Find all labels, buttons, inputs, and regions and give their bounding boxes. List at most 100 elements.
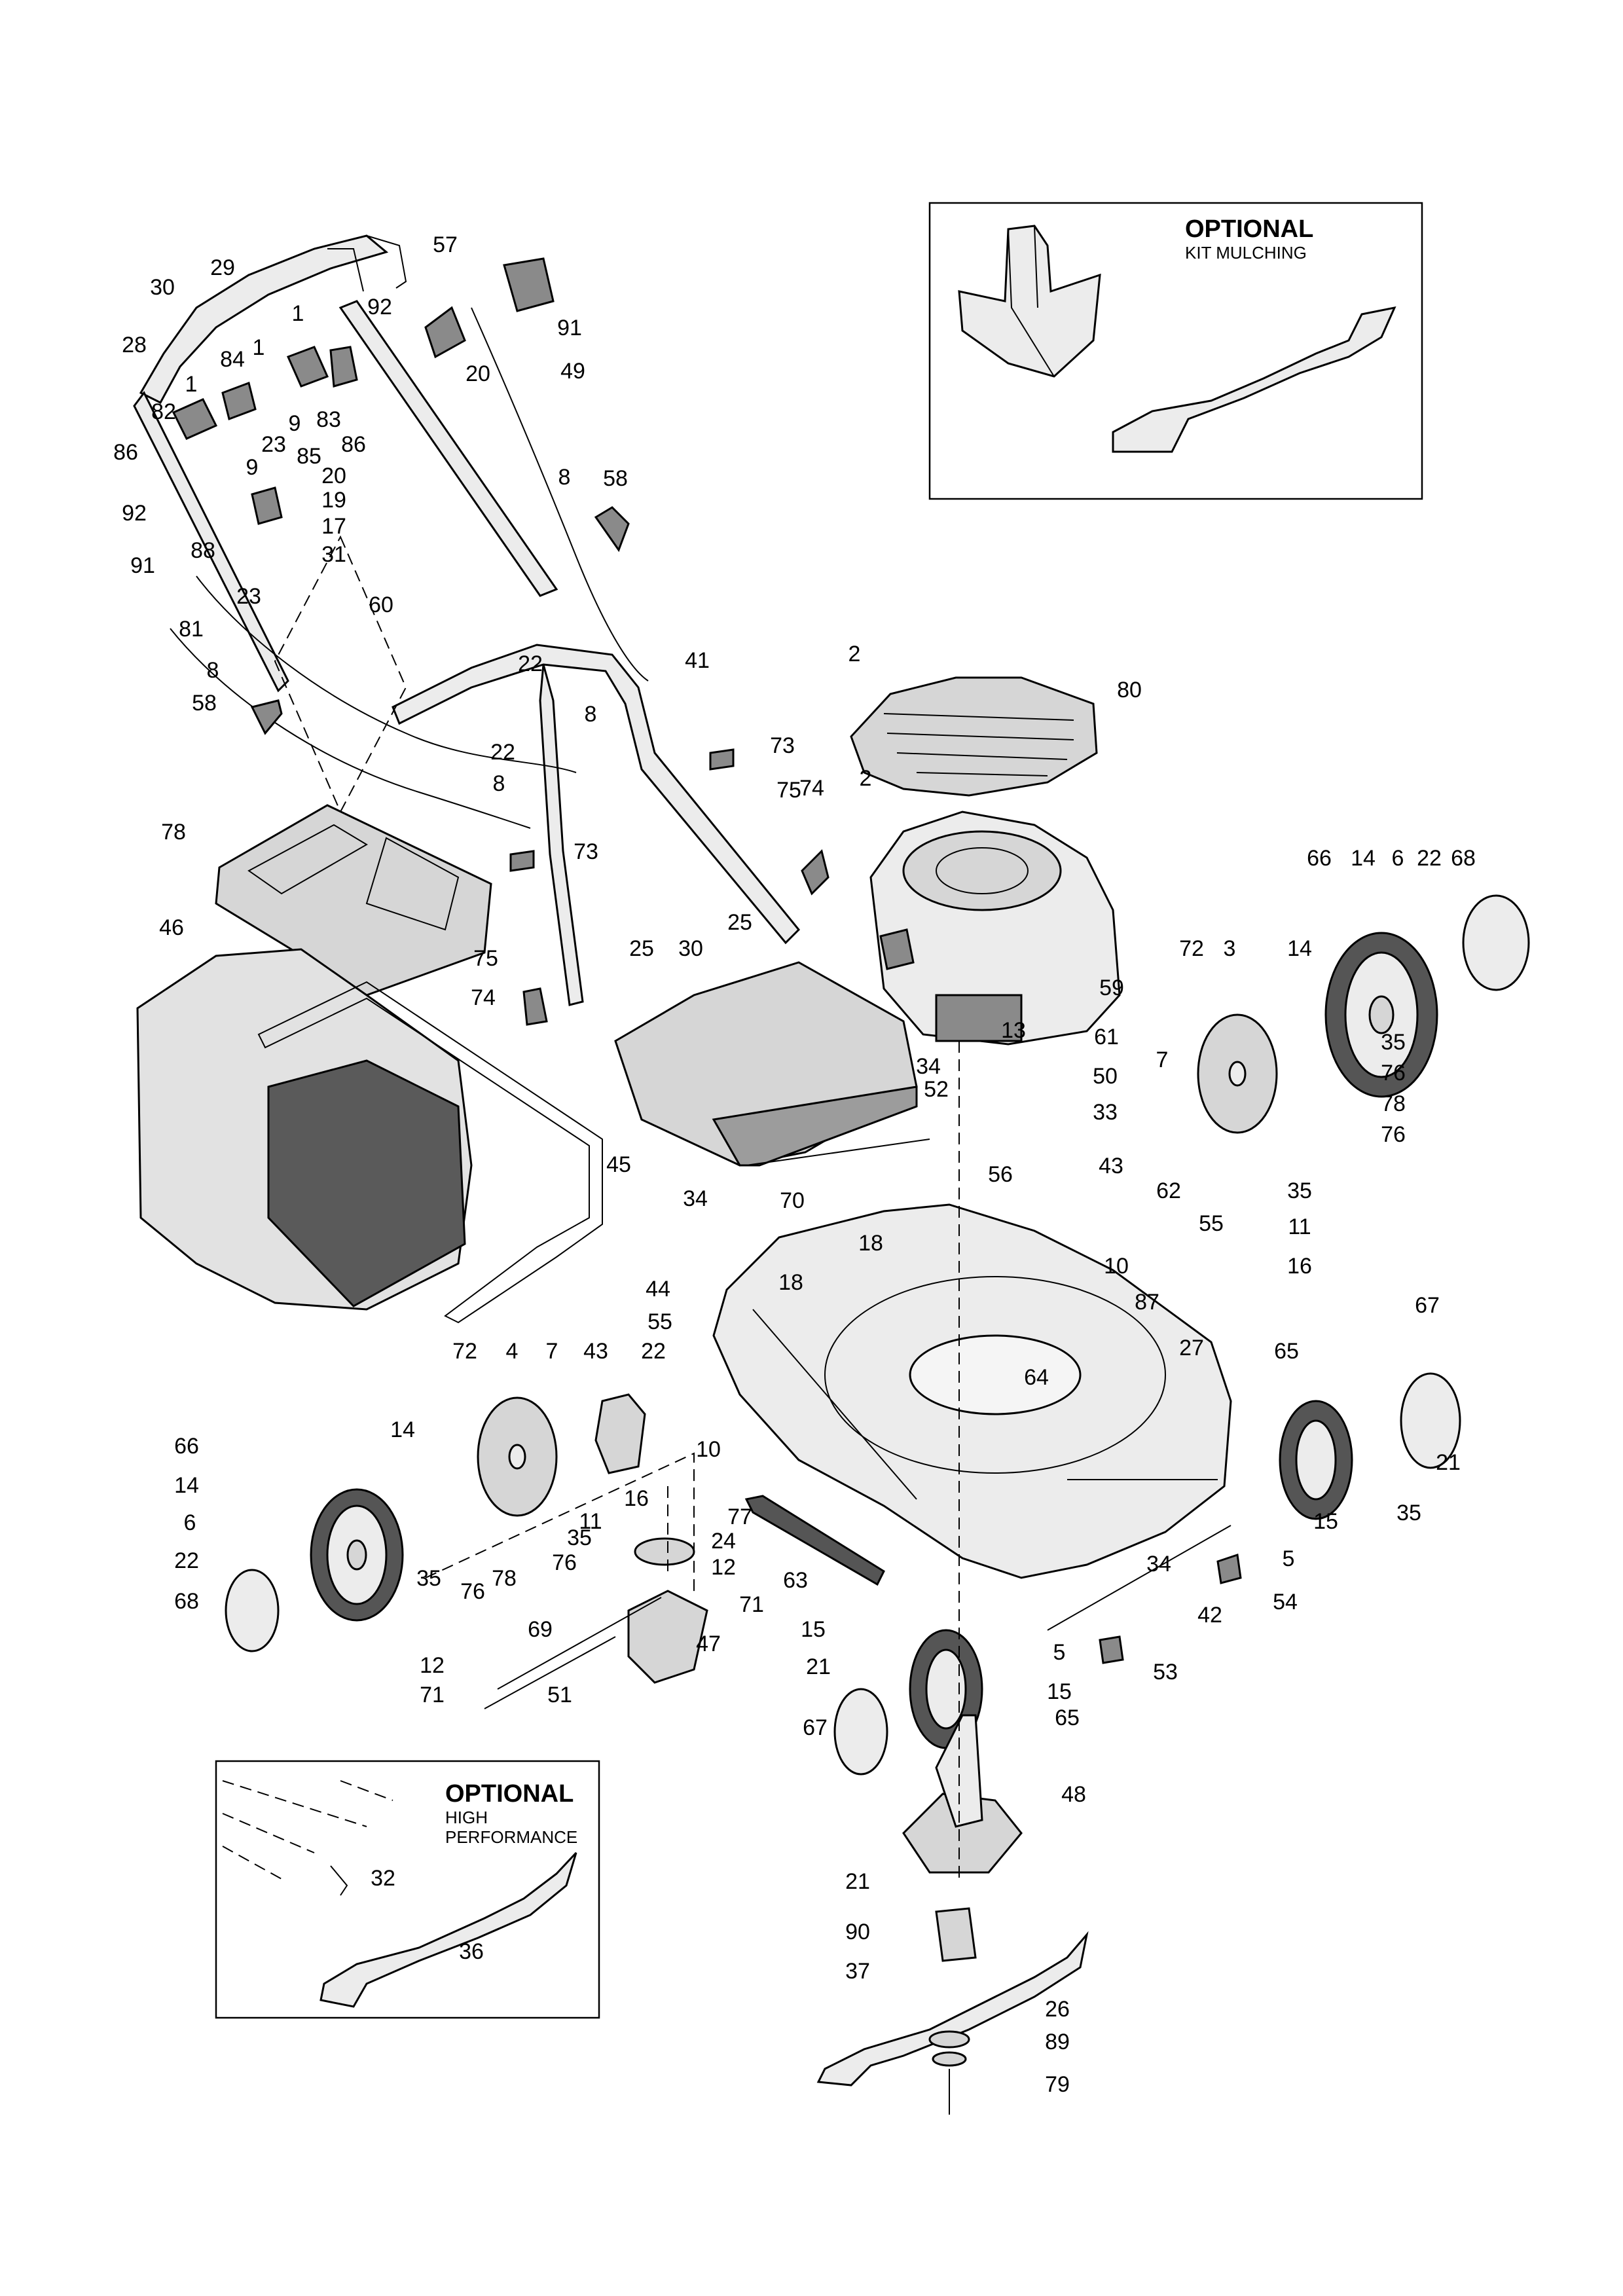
callout-88: 88	[191, 538, 215, 563]
callout-21: 21	[845, 1869, 870, 1894]
callout-8: 8	[493, 771, 505, 796]
callout-68: 68	[174, 1589, 199, 1614]
callout-71: 71	[739, 1592, 764, 1617]
mulching-plug-shape	[958, 225, 1101, 378]
callout-6: 6	[184, 1510, 196, 1535]
callout-64: 64	[1024, 1365, 1049, 1390]
callout-20: 20	[465, 361, 490, 386]
callout-35: 35	[416, 1566, 441, 1591]
callout-55: 55	[1199, 1211, 1224, 1236]
callout-22: 22	[174, 1548, 199, 1573]
high-performance-blade-shape	[319, 1851, 577, 2008]
callout-68: 68	[1451, 846, 1476, 871]
callout-25: 25	[727, 910, 752, 935]
callout-70: 70	[780, 1188, 805, 1213]
callout-80: 80	[1117, 678, 1142, 702]
callout-41: 41	[685, 648, 710, 673]
callout-30: 30	[678, 936, 703, 961]
callout-19: 19	[321, 488, 346, 513]
callout-60: 60	[369, 592, 393, 617]
callout-23: 23	[236, 584, 261, 609]
callout-37: 37	[845, 1959, 870, 1984]
callout-58: 58	[603, 466, 628, 491]
callout-20: 20	[321, 464, 346, 488]
callout-15: 15	[1313, 1509, 1338, 1534]
callout-49: 49	[560, 359, 585, 384]
rear-flap-assembly	[614, 961, 930, 1167]
callout-14: 14	[174, 1473, 199, 1498]
callout-9: 9	[289, 411, 301, 436]
callout-66: 66	[174, 1434, 199, 1459]
callout-43: 43	[1099, 1154, 1123, 1178]
callout-30: 30	[150, 275, 175, 300]
callout-44: 44	[646, 1277, 670, 1302]
callout-91: 91	[130, 553, 155, 578]
callout-5: 5	[1053, 1640, 1066, 1665]
callout-56: 56	[988, 1162, 1013, 1187]
callout-45: 45	[606, 1152, 631, 1177]
callout-1: 1	[292, 301, 304, 326]
handle-assembly	[133, 234, 830, 1026]
optional-hp-title: OPTIONAL	[445, 1780, 574, 1808]
wheels	[225, 894, 1530, 1776]
callout-4: 4	[506, 1339, 519, 1364]
transmission-assembly	[484, 1495, 885, 1709]
callout-63: 63	[783, 1568, 808, 1593]
callout-84: 84	[220, 347, 245, 372]
callout-89: 89	[1045, 2030, 1070, 2054]
callout-57: 57	[433, 232, 458, 257]
callout-75: 75	[776, 778, 801, 803]
callout-34: 34	[683, 1186, 708, 1211]
callout-22: 22	[1417, 846, 1442, 871]
callout-76: 76	[460, 1579, 485, 1604]
optional-kit-mulching-box: OPTIONAL KIT MULCHING	[928, 202, 1423, 500]
callout-29: 29	[210, 255, 235, 280]
callout-6: 6	[1392, 846, 1404, 871]
callout-28: 28	[122, 333, 147, 357]
callout-85: 85	[297, 444, 321, 469]
callout-23: 23	[261, 432, 286, 457]
callout-86: 86	[341, 432, 366, 457]
callout-11: 11	[579, 1509, 602, 1534]
optional-high-performance-box: OPTIONAL HIGH PERFORMANCE	[215, 1760, 600, 2019]
callout-36: 36	[459, 1939, 484, 1964]
callout-18: 18	[778, 1270, 803, 1295]
callout-47: 47	[696, 1631, 721, 1656]
callout-46: 46	[159, 915, 184, 940]
callout-86: 86	[113, 440, 138, 465]
front-axle-and-blade	[816, 1525, 1242, 2115]
callout-65: 65	[1055, 1705, 1080, 1730]
callout-12: 12	[711, 1555, 736, 1580]
callout-11: 11	[1288, 1214, 1311, 1239]
callout-55: 55	[647, 1309, 672, 1334]
callout-78: 78	[161, 820, 186, 845]
callout-22: 22	[490, 740, 515, 765]
callout-18: 18	[858, 1231, 883, 1256]
grass-bag-assembly	[136, 804, 603, 1324]
callout-52: 52	[924, 1077, 949, 1102]
callout-7: 7	[1156, 1048, 1169, 1072]
callout-34: 34	[1146, 1552, 1171, 1576]
callout-12: 12	[420, 1653, 445, 1678]
optional-hp-subtitle-2: PERFORMANCE	[445, 1827, 577, 1847]
callout-59: 59	[1099, 975, 1124, 1000]
callout-79: 79	[1045, 2072, 1070, 2097]
callout-82: 82	[151, 399, 176, 424]
callout-1: 1	[185, 372, 198, 397]
callout-54: 54	[1273, 1590, 1298, 1614]
callout-61: 61	[1094, 1025, 1119, 1049]
callout-8: 8	[558, 465, 571, 490]
callout-31: 31	[321, 542, 346, 567]
callout-42: 42	[1197, 1603, 1222, 1628]
callout-26: 26	[1045, 1997, 1070, 2022]
callout-72: 72	[452, 1339, 477, 1364]
callout-35: 35	[1287, 1178, 1312, 1203]
callout-1: 1	[253, 335, 265, 360]
callout-22: 22	[641, 1339, 666, 1364]
callout-35: 35	[1396, 1501, 1421, 1525]
callout-87: 87	[1135, 1290, 1159, 1315]
callout-25: 25	[629, 936, 654, 961]
optional-mulching-subtitle: KIT MULCHING	[1185, 243, 1307, 263]
callout-74: 74	[471, 985, 496, 1010]
